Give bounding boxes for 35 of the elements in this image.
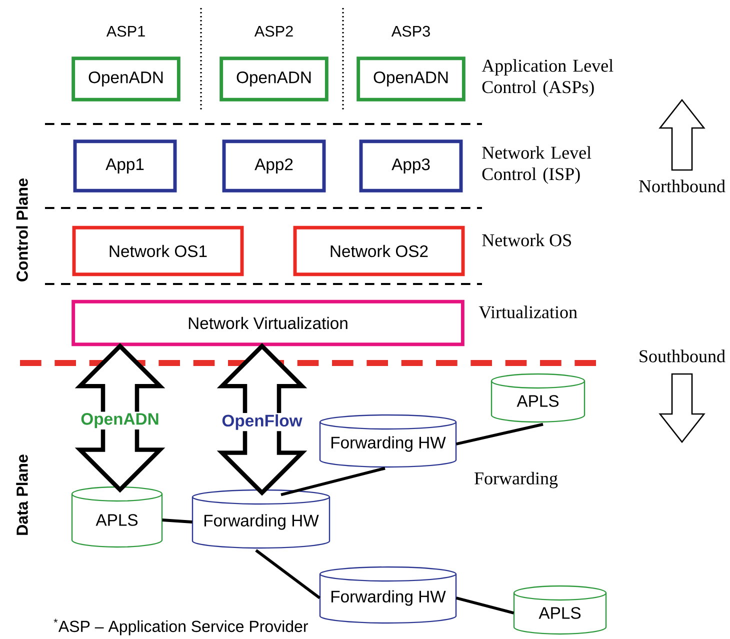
footnote: $^{*}$ASP – Application Service Provider: [54, 618, 308, 636]
network-os-box: Network OS1: [72, 226, 244, 276]
openadn-box: OpenADN: [72, 56, 180, 102]
direction-label: Southbound: [640, 350, 726, 362]
connector-line: [162, 518, 192, 524]
direction-label: Northbound: [639, 180, 726, 192]
edge-label: OpenADN: [79, 412, 161, 430]
app-box: App1: [73, 140, 177, 192]
connector-line: [280, 466, 386, 496]
column-label: ASP1: [106, 26, 145, 37]
cylinder: Forwarding HW: [192, 489, 330, 549]
virtualization-box: Network Virtualization: [72, 300, 464, 346]
connector-line: [456, 596, 514, 614]
layer-label: Network Level Control (ISP): [482, 146, 592, 184]
column-label: ASP3: [391, 26, 430, 37]
cylinder: APLS: [71, 486, 163, 548]
network-os-box: Network OS2: [293, 226, 465, 276]
openadn-box: OpenADN: [356, 56, 466, 102]
cylinder: Forwarding HW: [319, 414, 457, 468]
column-label: ASP2: [254, 26, 293, 37]
plane-label: Control Plane: [16, 178, 28, 282]
plane-label: Data Plane: [16, 454, 28, 535]
app-box: App3: [359, 140, 463, 192]
layer-label: Network OS: [482, 234, 571, 246]
layer-label: Virtualization: [478, 306, 578, 318]
connector-line: [456, 422, 544, 446]
openadn-box: OpenADN: [220, 56, 328, 102]
layer-label: Application Level Control (ASPs): [482, 59, 614, 97]
cylinder: APLS: [513, 585, 607, 635]
cylinder: Forwarding HW: [319, 566, 457, 624]
app-box: App2: [222, 140, 326, 192]
connector-line: [255, 549, 321, 600]
layer-label: Forwarding: [474, 472, 558, 488]
edge-label: OpenFlow: [220, 412, 304, 432]
cylinder: APLS: [490, 373, 586, 423]
